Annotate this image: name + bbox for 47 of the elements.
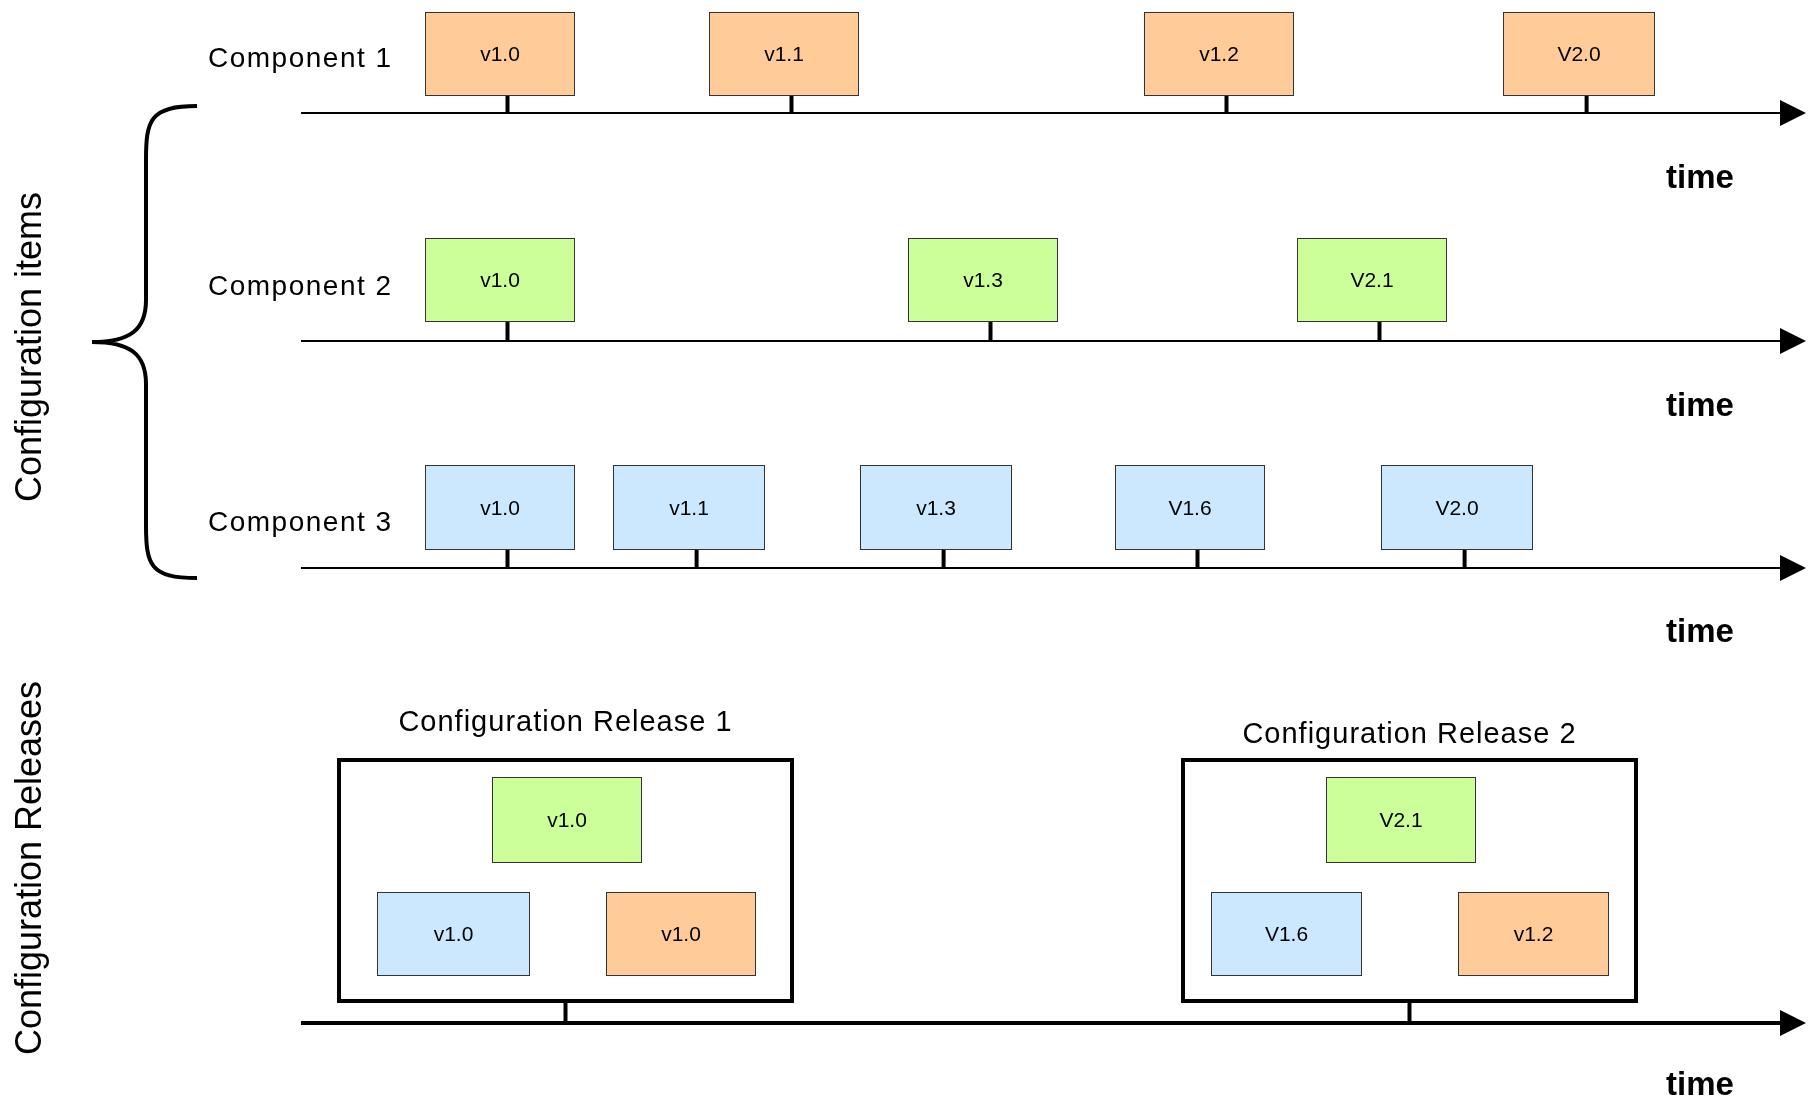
tick-mark	[789, 96, 794, 112]
version-box: v1.0	[606, 892, 756, 976]
tick-mark	[1407, 1003, 1412, 1021]
version-box: V1.6	[1115, 465, 1265, 550]
version-box: V2.0	[1503, 12, 1655, 96]
component-label: Component 1	[208, 41, 393, 75]
component-label: Component 3	[208, 505, 393, 539]
axis-title: Configuration items	[7, 191, 50, 503]
version-box: v1.3	[860, 465, 1012, 550]
time-axis	[300, 555, 1806, 581]
version-box: v1.1	[613, 465, 765, 550]
axis-label: time	[1666, 611, 1734, 652]
tick-mark	[1462, 550, 1467, 567]
tick-mark	[505, 550, 510, 567]
tick-mark	[505, 96, 510, 112]
release-heading: Configuration Release 1	[398, 704, 733, 739]
tick-mark	[1584, 96, 1589, 112]
version-box: v1.2	[1458, 892, 1609, 976]
tick-mark	[1377, 322, 1382, 340]
time-axis	[300, 328, 1806, 354]
tick-mark	[941, 550, 946, 567]
tick-mark	[988, 322, 993, 340]
axis-label: time	[1666, 157, 1734, 198]
version-box: v1.2	[1144, 12, 1294, 96]
version-box: v1.0	[425, 12, 575, 96]
version-box: v1.0	[377, 892, 530, 976]
axis-label: time	[1666, 1064, 1734, 1100]
version-box: V2.1	[1297, 238, 1447, 322]
version-box: v1.0	[492, 777, 642, 863]
version-box: v1.0	[425, 465, 575, 550]
version-box: V2.0	[1381, 465, 1533, 550]
version-box: v1.3	[908, 238, 1058, 322]
tick-mark	[505, 322, 510, 340]
time-axis	[300, 100, 1806, 126]
component-label: Component 2	[208, 269, 393, 303]
tick-mark	[694, 550, 699, 567]
axis-label: time	[1666, 385, 1734, 426]
version-box: V2.1	[1326, 777, 1476, 863]
version-box: v1.1	[709, 12, 859, 96]
tick-mark	[1224, 96, 1229, 112]
axis-title: Configuration Releases	[7, 680, 50, 1056]
version-box: V1.6	[1211, 892, 1362, 976]
tick-mark	[1195, 550, 1200, 567]
tick-mark	[563, 1003, 568, 1021]
time-axis	[301, 1010, 1806, 1036]
version-box: v1.0	[425, 238, 575, 322]
release-heading: Configuration Release 2	[1242, 716, 1577, 751]
